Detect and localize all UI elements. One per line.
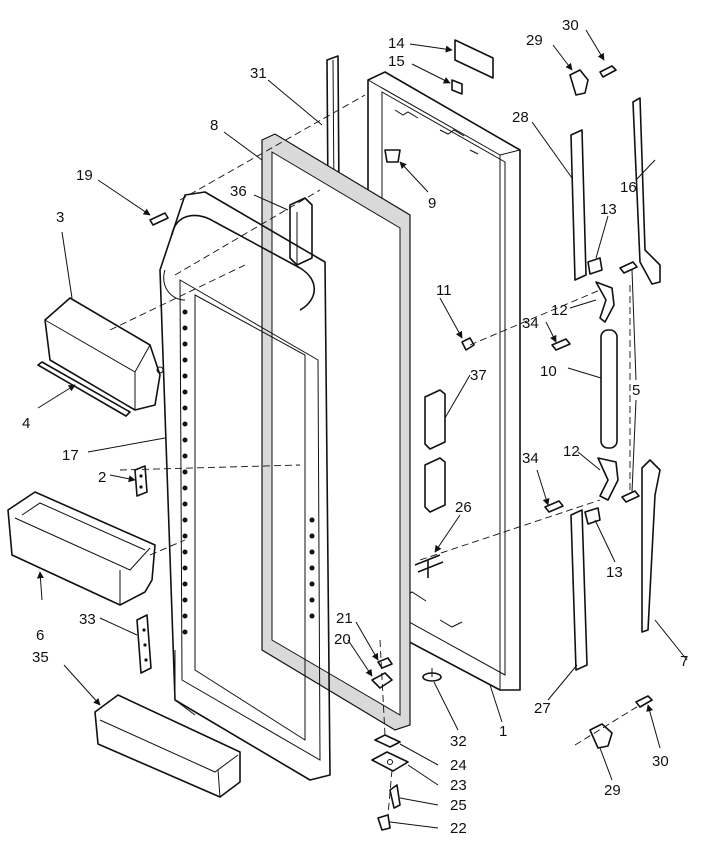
callout-5: 5 — [632, 382, 640, 399]
screw-25 — [389, 784, 401, 809]
callout-17: 17 — [62, 447, 79, 464]
hinge-plate-23 — [371, 751, 409, 772]
callout-12-lower: 12 — [563, 443, 580, 460]
door-bin-small — [94, 694, 241, 798]
callout-22: 22 — [450, 820, 467, 837]
callout-2: 2 — [98, 469, 106, 486]
callout-11: 11 — [436, 282, 452, 299]
handle-trim-28 — [570, 129, 587, 281]
handle-strip-16 — [632, 97, 661, 285]
callout-20: 20 — [334, 631, 351, 648]
handle-10 — [600, 329, 618, 449]
callout-34-upper: 34 — [522, 315, 539, 332]
callout-16: 16 — [620, 179, 637, 196]
plug-15 — [451, 79, 463, 95]
callout-25: 25 — [450, 797, 467, 814]
callout-8: 8 — [210, 117, 218, 134]
screw-19 — [149, 212, 169, 226]
screw-5-upper — [619, 261, 638, 274]
spacer-blocks — [424, 389, 446, 513]
callout-labels: 1 2 3 4 5 6 7 8 9 10 11 12 12 13 13 14 1… — [22, 17, 688, 837]
bracket-26 — [414, 554, 444, 578]
alignment-lines — [109, 94, 641, 816]
screw-34-lower — [544, 500, 564, 513]
callout-37: 37 — [470, 367, 487, 384]
dairy-trim-strip — [37, 361, 131, 417]
callout-29-upper: 29 — [526, 32, 543, 49]
handle-bracket-12-upper — [595, 281, 615, 323]
inner-door-liner — [159, 191, 331, 781]
callout-19: 19 — [76, 167, 93, 184]
door-bin-large — [7, 491, 156, 606]
callout-15: 15 — [388, 53, 405, 70]
door-gasket — [261, 133, 411, 731]
callout-12-upper: 12 — [551, 302, 568, 319]
callout-30-lower: 30 — [652, 753, 669, 770]
hinge-pin-32 — [422, 668, 442, 682]
screw-30-lower — [635, 695, 653, 708]
callout-6: 6 — [36, 627, 44, 644]
callout-29-lower: 29 — [604, 782, 621, 799]
callout-36: 36 — [230, 183, 247, 200]
shelf-clip-lower — [136, 614, 152, 674]
callout-26: 26 — [455, 499, 472, 516]
handle-cap-14 — [454, 39, 494, 79]
callout-21: 21 — [336, 610, 353, 627]
shelf-holes — [182, 309, 315, 635]
handle-trim-27 — [570, 509, 588, 671]
dairy-door — [44, 297, 164, 411]
handle-strip-7 — [641, 459, 661, 633]
handle-bracket-12-lower — [597, 457, 619, 501]
clip-13-upper — [587, 257, 603, 275]
shelf-clip-upper — [134, 465, 148, 497]
clip-13-lower — [584, 507, 601, 525]
callout-27: 27 — [534, 700, 551, 717]
callout-7: 7 — [680, 653, 688, 670]
callout-14: 14 — [388, 35, 405, 52]
callout-3: 3 — [56, 209, 64, 226]
callout-9: 9 — [428, 195, 436, 212]
callout-1: 1 — [499, 723, 507, 740]
callout-4: 4 — [22, 415, 30, 432]
screw-34-upper — [551, 338, 571, 351]
callout-35: 35 — [32, 649, 49, 666]
leader-lines — [36, 29, 688, 829]
end-cap-29-lower — [589, 723, 613, 749]
callout-30-upper: 30 — [562, 17, 579, 34]
bushing-20 — [371, 672, 393, 689]
callout-34-lower: 34 — [522, 450, 539, 467]
plug-9 — [384, 149, 401, 163]
end-cap-29-upper — [569, 69, 589, 96]
washer-21 — [377, 657, 393, 669]
washer-24 — [374, 734, 401, 748]
callout-31: 31 — [250, 65, 267, 82]
callout-28: 28 — [512, 109, 529, 126]
callout-10: 10 — [540, 363, 557, 380]
screw-5-lower — [621, 490, 640, 503]
clip-11 — [461, 337, 475, 351]
callout-33: 33 — [79, 611, 96, 628]
callout-23: 23 — [450, 777, 467, 794]
callout-24: 24 — [450, 757, 467, 774]
callout-32: 32 — [450, 733, 467, 750]
callout-13-upper: 13 — [600, 201, 617, 218]
door-stop-block — [289, 197, 313, 266]
screw-22 — [377, 814, 391, 831]
screw-30-upper — [599, 65, 617, 78]
callout-13-lower: 13 — [606, 564, 623, 581]
